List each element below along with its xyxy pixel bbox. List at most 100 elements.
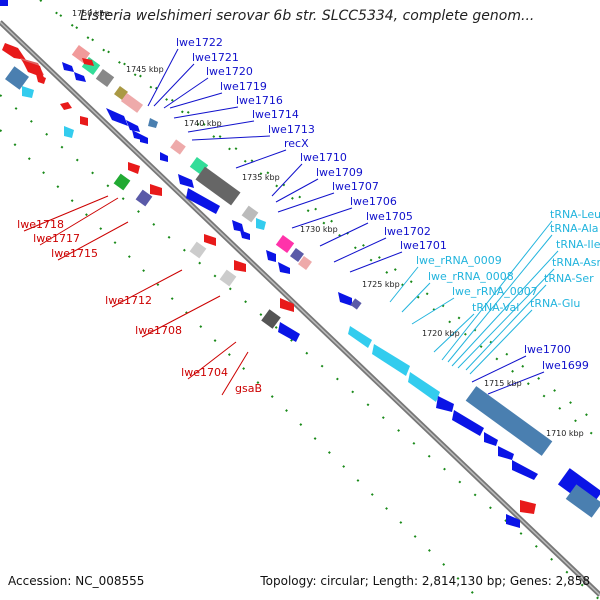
leader-line bbox=[147, 48, 179, 107]
gene-label: lwe1717 bbox=[33, 232, 80, 245]
gene-feature bbox=[5, 66, 29, 90]
gene-label: lwe1716 bbox=[236, 94, 283, 107]
scale-tick-label: 1710 kbp bbox=[546, 429, 584, 438]
gene-feature bbox=[135, 189, 153, 207]
gene-feature bbox=[2, 43, 26, 60]
gene-feature bbox=[372, 344, 410, 376]
gene-feature bbox=[62, 62, 74, 72]
scale-tick-label: 1715 kbp bbox=[484, 379, 522, 388]
gene-label: tRNA-Leu bbox=[550, 208, 600, 221]
gene-feature bbox=[512, 460, 538, 480]
leader-line bbox=[187, 341, 237, 380]
gene-feature bbox=[189, 241, 207, 259]
gene-feature bbox=[436, 396, 454, 412]
leader-line bbox=[153, 63, 195, 107]
leader-line bbox=[457, 268, 555, 369]
gene-label: tRNA-Val bbox=[472, 301, 519, 314]
leader-line bbox=[349, 251, 403, 273]
gene-feature bbox=[240, 230, 250, 240]
gene-feature bbox=[80, 116, 88, 126]
leader-line bbox=[57, 221, 129, 261]
gene-feature bbox=[160, 152, 168, 162]
gene-feature bbox=[113, 173, 131, 191]
gene-feature bbox=[195, 166, 241, 206]
scale-tick-label: 1735 kbp bbox=[242, 173, 280, 182]
gene-feature bbox=[234, 260, 246, 272]
leader-line bbox=[471, 355, 527, 383]
gene-feature bbox=[150, 184, 162, 196]
leader-line bbox=[191, 135, 271, 141]
leader-line bbox=[333, 237, 387, 263]
gene-label: tRNA-Ser bbox=[544, 272, 594, 285]
gene-label: lwe1708 bbox=[135, 324, 182, 337]
gene-label: lwe1721 bbox=[192, 51, 239, 64]
leader-line bbox=[169, 92, 223, 109]
leader-line bbox=[469, 309, 533, 375]
accession-text: Accession: NC_008555 bbox=[8, 574, 145, 588]
gene-feature bbox=[22, 60, 44, 78]
gene-label: lwe1704 bbox=[181, 366, 228, 379]
leader-line bbox=[23, 195, 109, 232]
gene-label: tRNA-Ile bbox=[556, 238, 600, 251]
gene-label: lwe1701 bbox=[400, 239, 447, 252]
leader-line bbox=[447, 234, 553, 363]
leader-line bbox=[441, 220, 553, 361]
gene-label: lwe1699 bbox=[542, 359, 589, 372]
gene-label: lwe_rRNA_0009 bbox=[416, 254, 502, 267]
gene-feature bbox=[278, 322, 300, 342]
leader-line bbox=[141, 295, 221, 338]
leader-lines bbox=[23, 48, 559, 396]
gene-label: tRNA-Ala bbox=[550, 222, 599, 235]
gene-feature bbox=[241, 205, 259, 223]
gene-label: lwe1720 bbox=[206, 65, 253, 78]
scale-tick-label: 1740 kbp bbox=[184, 119, 222, 128]
gene-feature bbox=[148, 118, 158, 128]
gene-feature bbox=[126, 120, 140, 132]
scale-tick-label: 1725 kbp bbox=[362, 280, 400, 289]
gene-feature bbox=[290, 248, 304, 262]
gene-feature bbox=[170, 139, 186, 155]
leader-line bbox=[275, 178, 319, 203]
gene-feature bbox=[506, 514, 520, 528]
leader-line bbox=[187, 120, 255, 133]
gene-feature bbox=[219, 269, 237, 287]
gene-feature bbox=[36, 74, 46, 84]
gene-feature bbox=[275, 235, 295, 253]
gene-feature bbox=[280, 298, 294, 312]
gene-feature bbox=[186, 188, 220, 214]
gene-label: lwe1722 bbox=[176, 36, 223, 49]
gene-feature bbox=[232, 220, 244, 232]
leader-line bbox=[465, 284, 547, 371]
scale-tick-label: 1720 kbp bbox=[422, 329, 460, 338]
gene-label: lwe1705 bbox=[366, 210, 413, 223]
gene-label: lwe1700 bbox=[524, 343, 571, 356]
gene-label: lwe1719 bbox=[220, 80, 267, 93]
gene-feature bbox=[140, 134, 148, 144]
gene-label: lwe1712 bbox=[105, 294, 152, 307]
gene-label: tRNA-Asn bbox=[552, 256, 600, 269]
leader-line bbox=[291, 207, 353, 229]
leader-line bbox=[401, 282, 431, 313]
gene-label: lwe1713 bbox=[268, 123, 315, 136]
gene-feature bbox=[256, 218, 266, 230]
gene-label: lwe1718 bbox=[17, 218, 64, 231]
gene-feature bbox=[498, 446, 514, 460]
gene-label: recX bbox=[284, 137, 309, 150]
gene-label: lwe1709 bbox=[316, 166, 363, 179]
gene-feature bbox=[106, 108, 128, 126]
gene-label: lwe1710 bbox=[300, 151, 347, 164]
gene-feature bbox=[484, 432, 498, 446]
leader-line bbox=[163, 77, 209, 109]
gene-feature bbox=[452, 410, 484, 436]
leader-line bbox=[271, 163, 303, 197]
gene-feature bbox=[82, 58, 94, 66]
leader-line bbox=[111, 269, 183, 308]
gene-label: lwe1714 bbox=[252, 108, 299, 121]
genome-backbone-highlight bbox=[0, 21, 600, 596]
gene-label: lwe1702 bbox=[384, 225, 431, 238]
track-inner-top bbox=[39, 0, 600, 441]
track-outer-top bbox=[59, 14, 600, 426]
topology-text: Topology: circular; Length: 2,814,130 bp… bbox=[260, 574, 590, 588]
